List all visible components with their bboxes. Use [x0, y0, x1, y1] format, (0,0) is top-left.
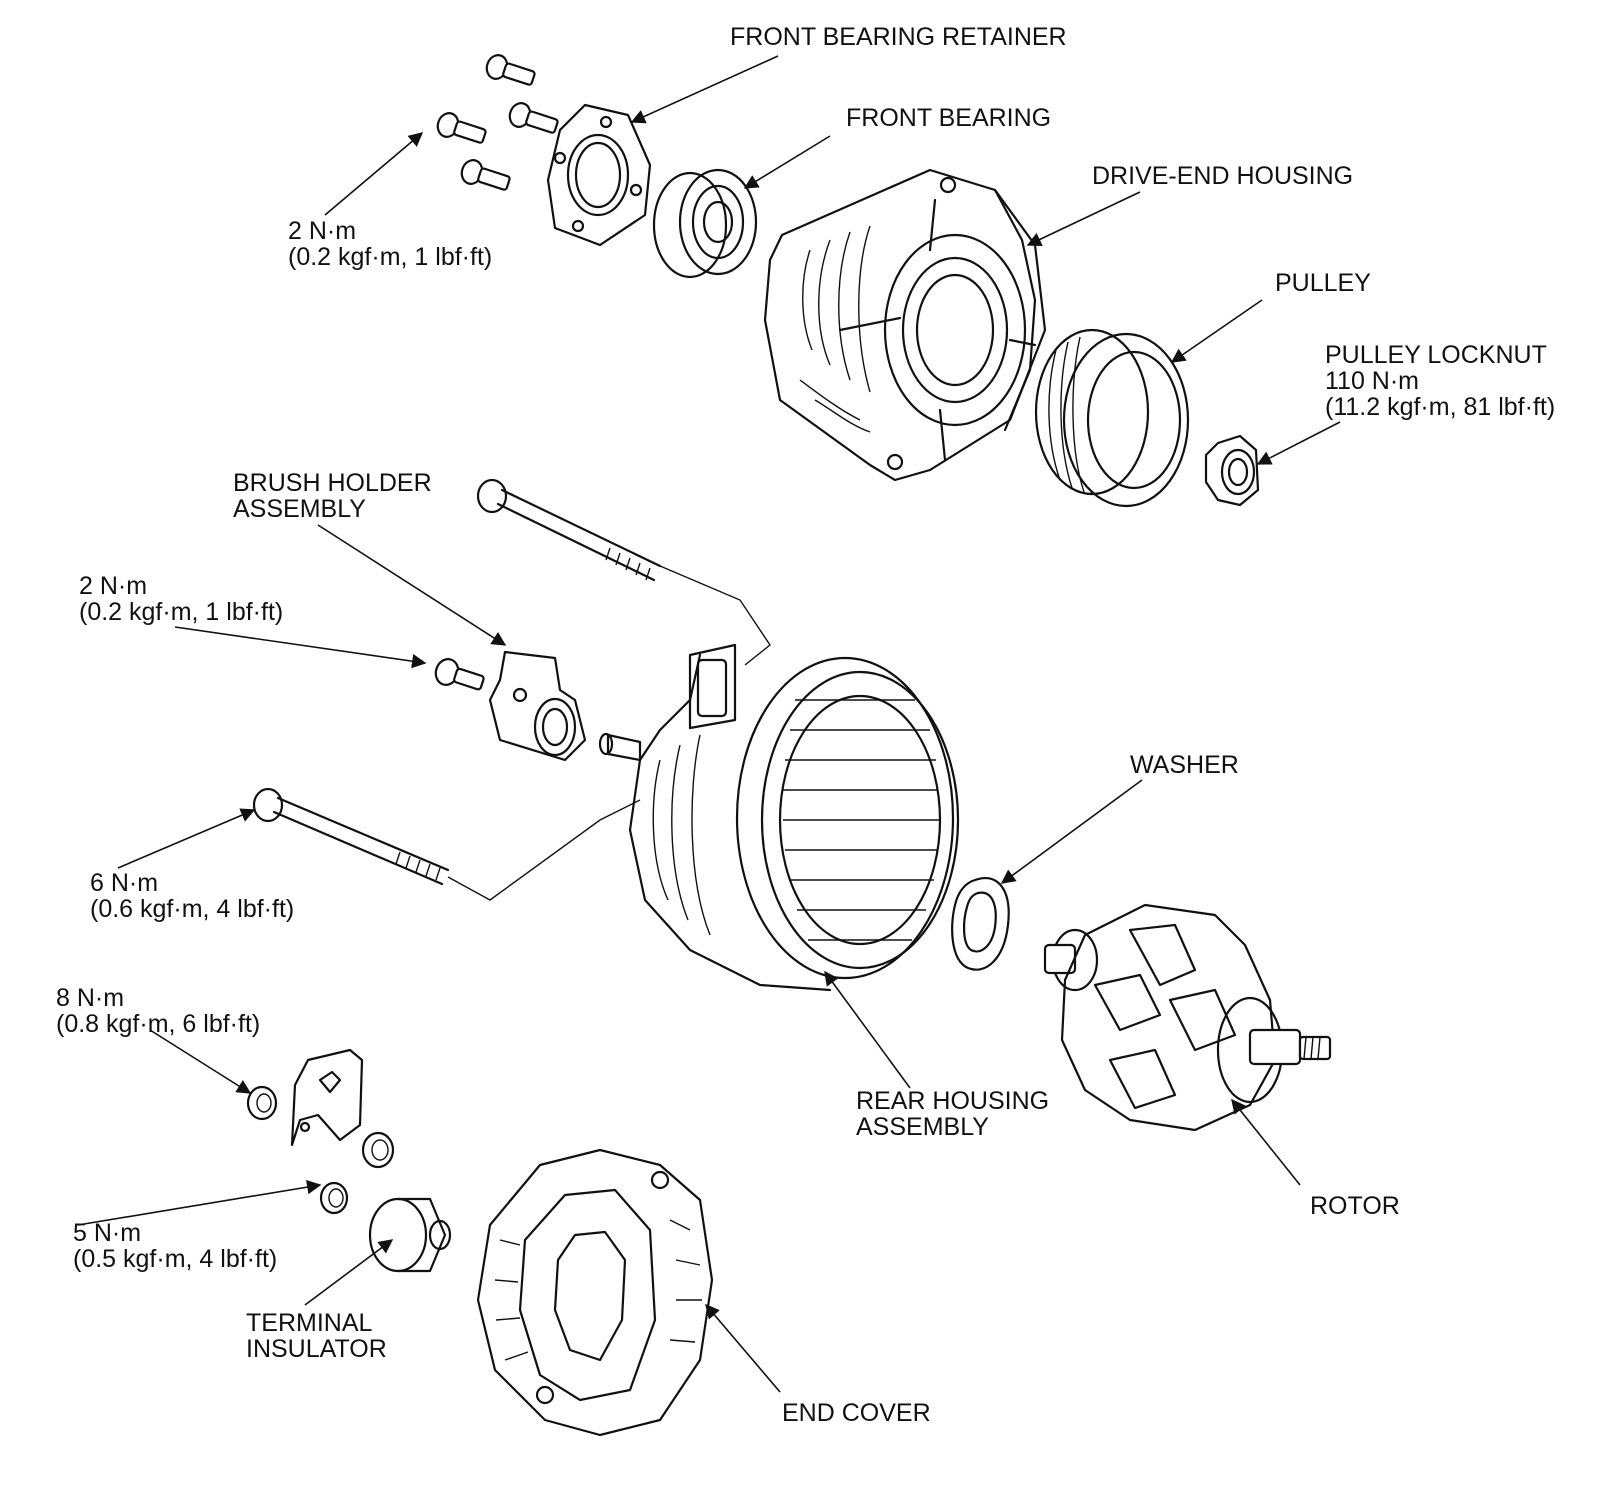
label-end-cover: END COVER: [782, 1400, 931, 1426]
label-text: INSULATOR: [246, 1335, 387, 1363]
rotor-shape: [1043, 903, 1332, 1132]
leader-brush-screw: [174, 626, 427, 669]
torque-value: 110 N·m: [1325, 367, 1420, 395]
label-front-bearing-retainer: FRONT BEARING RETAINER: [730, 24, 1067, 50]
torque-value: 2 N·m: [288, 217, 357, 245]
leader-terminal-insulator: [304, 1239, 394, 1306]
label-cover-nut-torque: 5 N·m (0.5 kgf·m, 4 lbf·ft): [73, 1220, 277, 1272]
label-text: BRUSH HOLDER: [233, 469, 432, 497]
label-washer: WASHER: [1130, 752, 1239, 778]
leader-lines: [77, 55, 1341, 1393]
torque-value-alt: (0.6 kgf·m, 4 lbf·ft): [90, 895, 295, 923]
leader-drive-end-housing: [1026, 191, 1141, 246]
leader-front-bearing-retainer: [630, 55, 779, 124]
leader-through-bolt: [117, 808, 256, 869]
brush-holder-screw: [434, 658, 485, 691]
drive-end-housing-shape: [763, 168, 1047, 482]
label-rotor: ROTOR: [1310, 1193, 1400, 1219]
label-text: TERMINAL: [246, 1309, 373, 1337]
label-text: ROTOR: [1310, 1192, 1400, 1220]
terminal-bracket: [290, 1048, 364, 1147]
leader-washer: [1000, 779, 1143, 884]
pulley-shape: [1034, 328, 1190, 508]
label-retainer-bolt-torque: 2 N·m (0.2 kgf·m, 1 lbf·ft): [288, 218, 492, 270]
torque-value-alt: (0.2 kgf·m, 1 lbf·ft): [288, 243, 493, 271]
leader-rotor: [1231, 1098, 1301, 1186]
rear-housing-shape: [598, 643, 960, 992]
leader-terminal-nut: [149, 1029, 252, 1094]
label-through-bolt-torque: 6 N·m (0.6 kgf·m, 4 lbf·ft): [90, 870, 294, 922]
leader-pulley: [1170, 299, 1263, 363]
leader-end-cover: [705, 1303, 781, 1393]
label-rear-housing-assembly: REAR HOUSING ASSEMBLY: [856, 1088, 1049, 1140]
label-text: ASSEMBLY: [856, 1113, 989, 1141]
torque-value: 2 N·m: [79, 572, 148, 600]
front-bearing-retainer-shape: [546, 103, 652, 247]
label-terminal-insulator: TERMINAL INSULATOR: [246, 1310, 387, 1362]
label-text: FRONT BEARING RETAINER: [730, 23, 1067, 51]
label-drive-end-housing: DRIVE-END HOUSING: [1092, 163, 1353, 189]
label-text: DRIVE-END HOUSING: [1092, 162, 1354, 190]
label-text: PULLEY: [1275, 269, 1371, 297]
leader-rear-housing: [824, 970, 911, 1089]
leader-retainer-bolt: [324, 132, 424, 216]
torque-value: 6 N·m: [90, 869, 159, 897]
retainer-bolts: [436, 54, 559, 191]
end-cover-shape: [476, 1148, 714, 1437]
label-brush-screw-torque: 2 N·m (0.2 kgf·m, 1 lbf·ft): [79, 573, 283, 625]
cover-nut-upper: [361, 1131, 395, 1169]
lower-through-bolt: [252, 787, 641, 901]
label-front-bearing: FRONT BEARING: [846, 105, 1051, 131]
leader-front-bearing: [743, 135, 831, 189]
label-text: PULLEY LOCKNUT: [1325, 341, 1547, 369]
label-text: WASHER: [1130, 751, 1239, 779]
label-brush-holder-assembly: BRUSH HOLDER ASSEMBLY: [233, 470, 432, 522]
label-text: ASSEMBLY: [233, 495, 366, 523]
label-text: FRONT BEARING: [846, 104, 1052, 132]
label-pulley-locknut: PULLEY LOCKNUT 110 N·m (11.2 kgf·m, 81 l…: [1325, 342, 1555, 420]
label-terminal-nut-torque: 8 N·m (0.8 kgf·m, 6 lbf·ft): [56, 985, 260, 1037]
brush-holder-shape: [488, 650, 587, 762]
leader-pulley-locknut: [1256, 421, 1341, 465]
leader-brush-holder: [317, 524, 507, 646]
label-pulley: PULLEY: [1275, 270, 1371, 296]
torque-value-alt: (0.8 kgf·m, 6 lbf·ft): [56, 1010, 261, 1038]
label-text: END COVER: [782, 1399, 931, 1427]
washer-shape: [951, 877, 1010, 971]
cover-nut-lower: [319, 1181, 349, 1215]
upper-through-bolt: [476, 478, 771, 666]
torque-value-alt: (11.2 kgf·m, 81 lbf·ft): [1325, 393, 1556, 421]
terminal-insulator-shape: [368, 1197, 452, 1273]
torque-value-alt: (0.2 kgf·m, 1 lbf·ft): [79, 598, 284, 626]
torque-value: 8 N·m: [56, 984, 125, 1012]
pulley-locknut-shape: [1204, 434, 1260, 507]
torque-value: 5 N·m: [73, 1219, 142, 1247]
front-bearing-shape: [652, 168, 758, 279]
leader-cover-nut: [77, 1180, 322, 1226]
label-text: REAR HOUSING: [856, 1087, 1050, 1115]
terminal-nut-upper: [246, 1085, 278, 1121]
torque-value-alt: (0.5 kgf·m, 4 lbf·ft): [73, 1245, 278, 1273]
